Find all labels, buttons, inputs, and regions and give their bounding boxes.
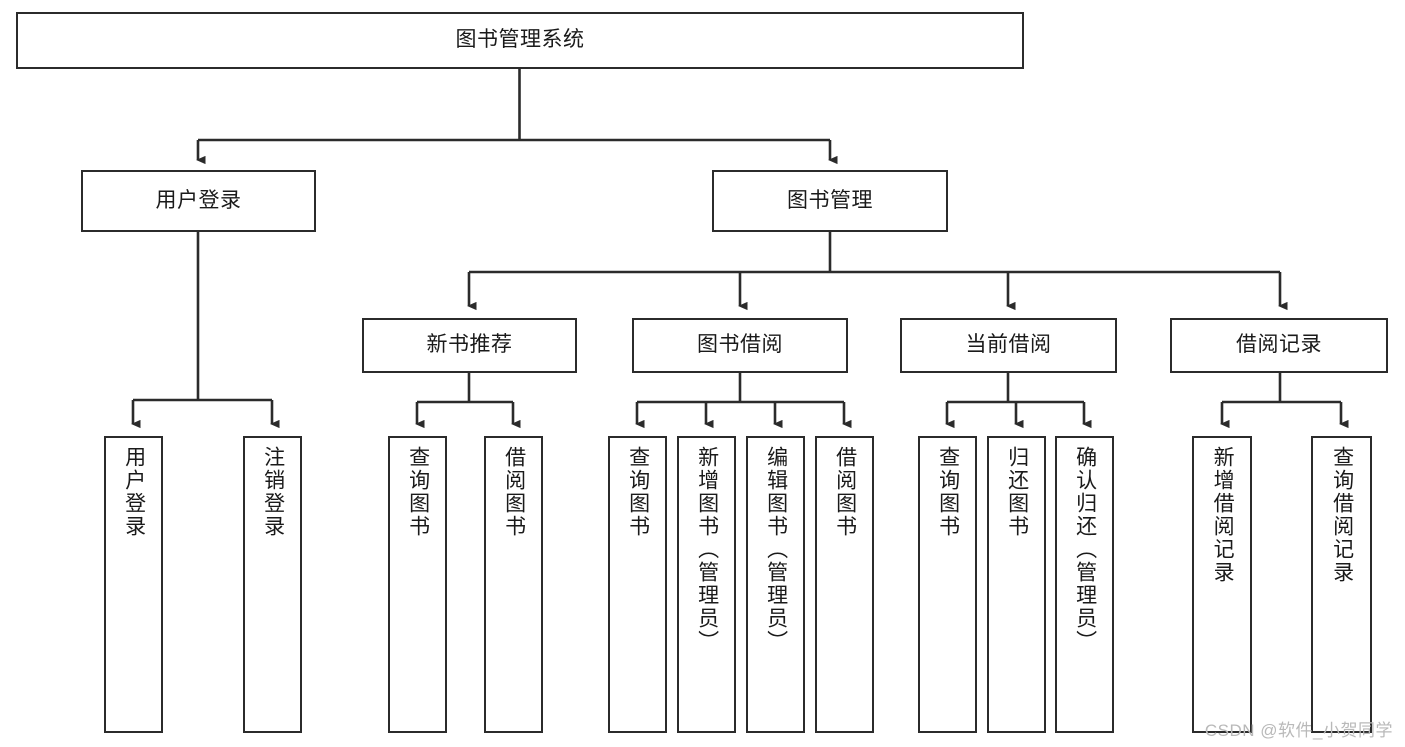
node-leaf-query-book-3[interactable]: 查询图书: [918, 436, 977, 733]
node-label: 编辑图书（管理员）: [764, 446, 788, 653]
node-leaf-query-book-2[interactable]: 查询图书: [608, 436, 667, 733]
node-current-borrow[interactable]: 当前借阅: [900, 318, 1117, 373]
node-leaf-return-book[interactable]: 归还图书: [987, 436, 1046, 733]
node-label: 借阅图书: [502, 446, 526, 538]
node-label: 注销登录: [261, 446, 285, 538]
node-label: 借阅记录: [1236, 333, 1322, 357]
node-leaf-query-record[interactable]: 查询借阅记录: [1311, 436, 1372, 733]
node-borrow-record[interactable]: 借阅记录: [1170, 318, 1388, 373]
node-label: 图书借阅: [697, 333, 783, 357]
node-label: 新增图书（管理员）: [695, 446, 719, 653]
node-book-management[interactable]: 图书管理: [712, 170, 948, 232]
watermark: CSDN @软件_小贺同学: [1204, 721, 1393, 740]
node-label: 新增借阅记录: [1211, 446, 1235, 584]
node-label: 归还图书: [1005, 446, 1029, 538]
node-label: 用户登录: [155, 188, 242, 212]
node-leaf-add-record[interactable]: 新增借阅记录: [1192, 436, 1252, 733]
node-label: 当前借阅: [965, 333, 1052, 357]
node-leaf-borrow-book-2[interactable]: 借阅图书: [815, 436, 874, 733]
node-label: 查询图书: [406, 446, 430, 538]
node-root-system[interactable]: 图书管理系统: [16, 12, 1024, 69]
node-leaf-add-book[interactable]: 新增图书（管理员）: [677, 436, 736, 733]
node-label: 用户登录: [122, 446, 146, 538]
node-leaf-confirm-return[interactable]: 确认归还（管理员）: [1055, 436, 1114, 733]
node-leaf-query-book-1[interactable]: 查询图书: [388, 436, 447, 733]
node-book-borrow[interactable]: 图书借阅: [632, 318, 848, 373]
node-label: 查询图书: [626, 446, 650, 538]
node-label: 图书管理: [787, 188, 873, 212]
node-leaf-logout[interactable]: 注销登录: [243, 436, 302, 733]
node-label: 新书推荐: [426, 333, 513, 357]
node-leaf-borrow-book-1[interactable]: 借阅图书: [484, 436, 543, 733]
node-label: 确认归还（管理员）: [1073, 446, 1097, 653]
node-label: 借阅图书: [833, 446, 857, 538]
node-leaf-edit-book[interactable]: 编辑图书（管理员）: [746, 436, 805, 733]
node-label: 查询图书: [936, 446, 960, 538]
node-leaf-user-login[interactable]: 用户登录: [104, 436, 163, 733]
node-new-book-recommend[interactable]: 新书推荐: [362, 318, 577, 373]
node-label: 图书管理系统: [455, 28, 585, 52]
node-user-login[interactable]: 用户登录: [81, 170, 316, 232]
node-label: 查询借阅记录: [1330, 446, 1354, 584]
